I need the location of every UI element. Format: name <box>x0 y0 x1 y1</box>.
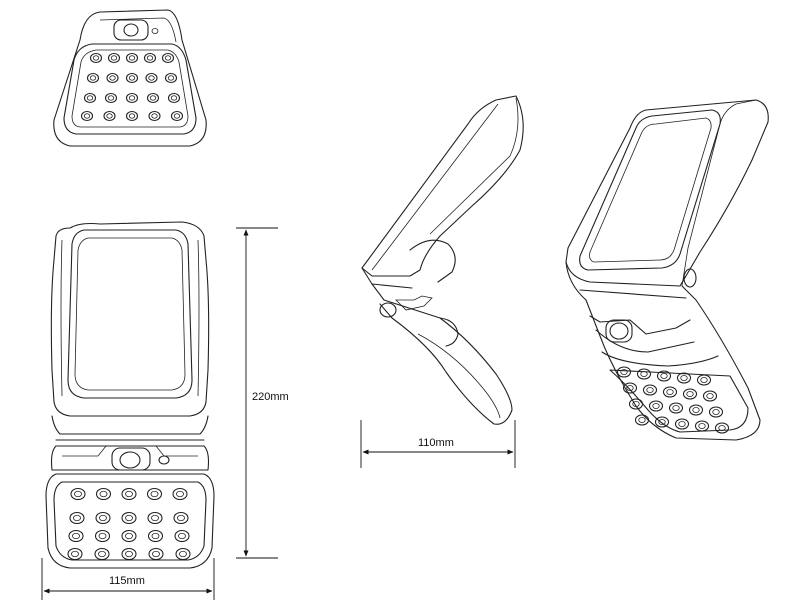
keypad-key <box>94 529 111 543</box>
keypad-key <box>121 487 137 501</box>
front-view-keypad <box>67 487 191 561</box>
keypad-key <box>654 416 670 428</box>
keypad-key <box>674 418 690 430</box>
keypad-key <box>676 372 692 384</box>
keypad-key <box>106 72 119 84</box>
width-label: 115mm <box>109 575 145 587</box>
height-dimension <box>236 227 278 559</box>
keypad-key <box>628 398 644 410</box>
keypad-key <box>164 72 178 84</box>
top-view <box>53 9 207 147</box>
keypad-key <box>175 547 191 561</box>
keypad-key <box>167 92 181 104</box>
keypad-key <box>125 52 139 64</box>
keypad-key <box>95 511 111 525</box>
keypad-key <box>83 92 97 104</box>
perspective-keypad <box>616 366 730 434</box>
keypad-key <box>170 110 184 122</box>
keypad-key <box>67 547 83 561</box>
keypad-key <box>173 511 189 525</box>
keypad-key <box>656 370 672 382</box>
side-view <box>361 95 524 425</box>
keypad-key <box>145 72 158 84</box>
keypad-key <box>662 386 678 398</box>
keypad-key <box>146 487 163 501</box>
height-label: 220mm <box>252 391 289 403</box>
keypad-key <box>146 92 160 104</box>
keypad-key <box>714 422 730 434</box>
keypad-key <box>70 487 86 501</box>
keypad-key <box>694 420 710 432</box>
keypad-key <box>121 511 137 525</box>
keypad-key <box>121 547 137 561</box>
keypad-key <box>147 511 163 525</box>
keypad-key <box>103 110 116 122</box>
keypad-key <box>143 52 157 64</box>
keypad-key <box>121 529 137 543</box>
keypad-key <box>147 529 164 543</box>
keypad-key <box>161 52 175 64</box>
keypad-key <box>622 382 638 394</box>
perspective-view <box>565 99 769 441</box>
width-dimension <box>41 558 215 600</box>
keypad-key <box>172 487 188 501</box>
keypad-key <box>688 404 704 416</box>
keypad-key <box>636 368 652 380</box>
keypad-key <box>642 384 658 396</box>
keypad-key <box>668 402 684 414</box>
front-view <box>45 221 215 569</box>
keypad-key <box>648 400 664 412</box>
keypad-key <box>80 110 94 122</box>
keypad-key <box>682 388 698 400</box>
keypad-key <box>86 72 100 84</box>
keypad-key <box>174 529 190 543</box>
keypad-key <box>148 547 164 561</box>
keypad-key <box>68 529 84 543</box>
top-view-keypad <box>80 52 184 122</box>
keypad-key <box>616 366 632 378</box>
depth-label: 110mm <box>418 437 454 449</box>
depth-dimension <box>360 420 516 468</box>
keypad-key <box>95 487 112 501</box>
keypad-key <box>107 52 121 64</box>
keypad-key <box>94 547 110 561</box>
keypad-key <box>125 110 139 122</box>
keypad-key <box>104 92 118 104</box>
keypad-key <box>125 92 139 104</box>
keypad-key <box>702 390 718 402</box>
keypad-key <box>696 374 712 386</box>
keypad-key <box>89 52 103 64</box>
keypad-key <box>708 406 724 418</box>
keypad-key <box>69 511 85 525</box>
keypad-key <box>125 72 139 84</box>
keypad-key <box>634 414 650 426</box>
keypad-key <box>148 110 161 122</box>
